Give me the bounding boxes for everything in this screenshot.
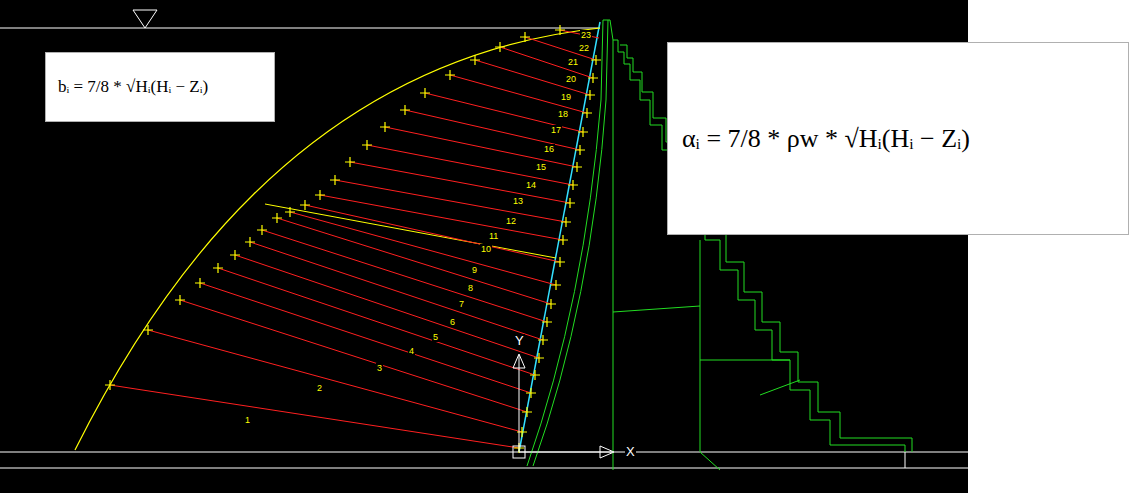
callout-number: 10 [480, 244, 492, 254]
callout-number: 7 [458, 299, 465, 309]
upstream-face [519, 22, 600, 452]
callout-number: 14 [525, 180, 537, 190]
axis-label: X [625, 445, 636, 459]
formula-box: bᵢ = 7/8 * √Hᵢ(Hᵢ − Zᵢ) [45, 52, 275, 122]
axis-label: Y [514, 334, 525, 348]
callout-number: 17 [550, 125, 562, 135]
foundation-line [0, 452, 968, 453]
formula-box: αᵢ = 7/8 * ρw * √Hᵢ(Hᵢ − Zᵢ) [667, 42, 1129, 235]
formula-text: αᵢ = 7/8 * ρw * √Hᵢ(Hᵢ − Zᵢ) [682, 124, 970, 154]
callout-number: 1 [244, 415, 251, 425]
callout-number: 22 [578, 43, 590, 53]
callout-number: 8 [467, 283, 474, 293]
foundation-line [0, 468, 968, 469]
callout-number: 5 [432, 332, 439, 342]
callout-number: 11 [488, 231, 499, 241]
callout-number: 13 [512, 196, 524, 206]
ucs-axes [513, 354, 614, 458]
foundation-line [905, 452, 906, 468]
callout-number: 15 [535, 162, 547, 172]
callout-number: 23 [580, 30, 592, 40]
callout-number: 18 [557, 109, 569, 119]
callout-number: 6 [449, 317, 456, 327]
callout-number: 4 [408, 346, 415, 356]
callout-number: 20 [565, 74, 577, 84]
callout-number: 19 [560, 92, 572, 102]
callout-number: 12 [505, 216, 517, 226]
callout-number: 2 [316, 383, 323, 393]
water-level-symbol [133, 10, 157, 28]
callout-number: 9 [471, 265, 478, 275]
callout-number: 21 [567, 57, 579, 67]
water-level [0, 28, 600, 29]
formula-text: bᵢ = 7/8 * √Hᵢ(Hᵢ − Zᵢ) [58, 77, 208, 97]
callout-number: 16 [543, 144, 555, 154]
callout-number: 3 [376, 363, 383, 373]
